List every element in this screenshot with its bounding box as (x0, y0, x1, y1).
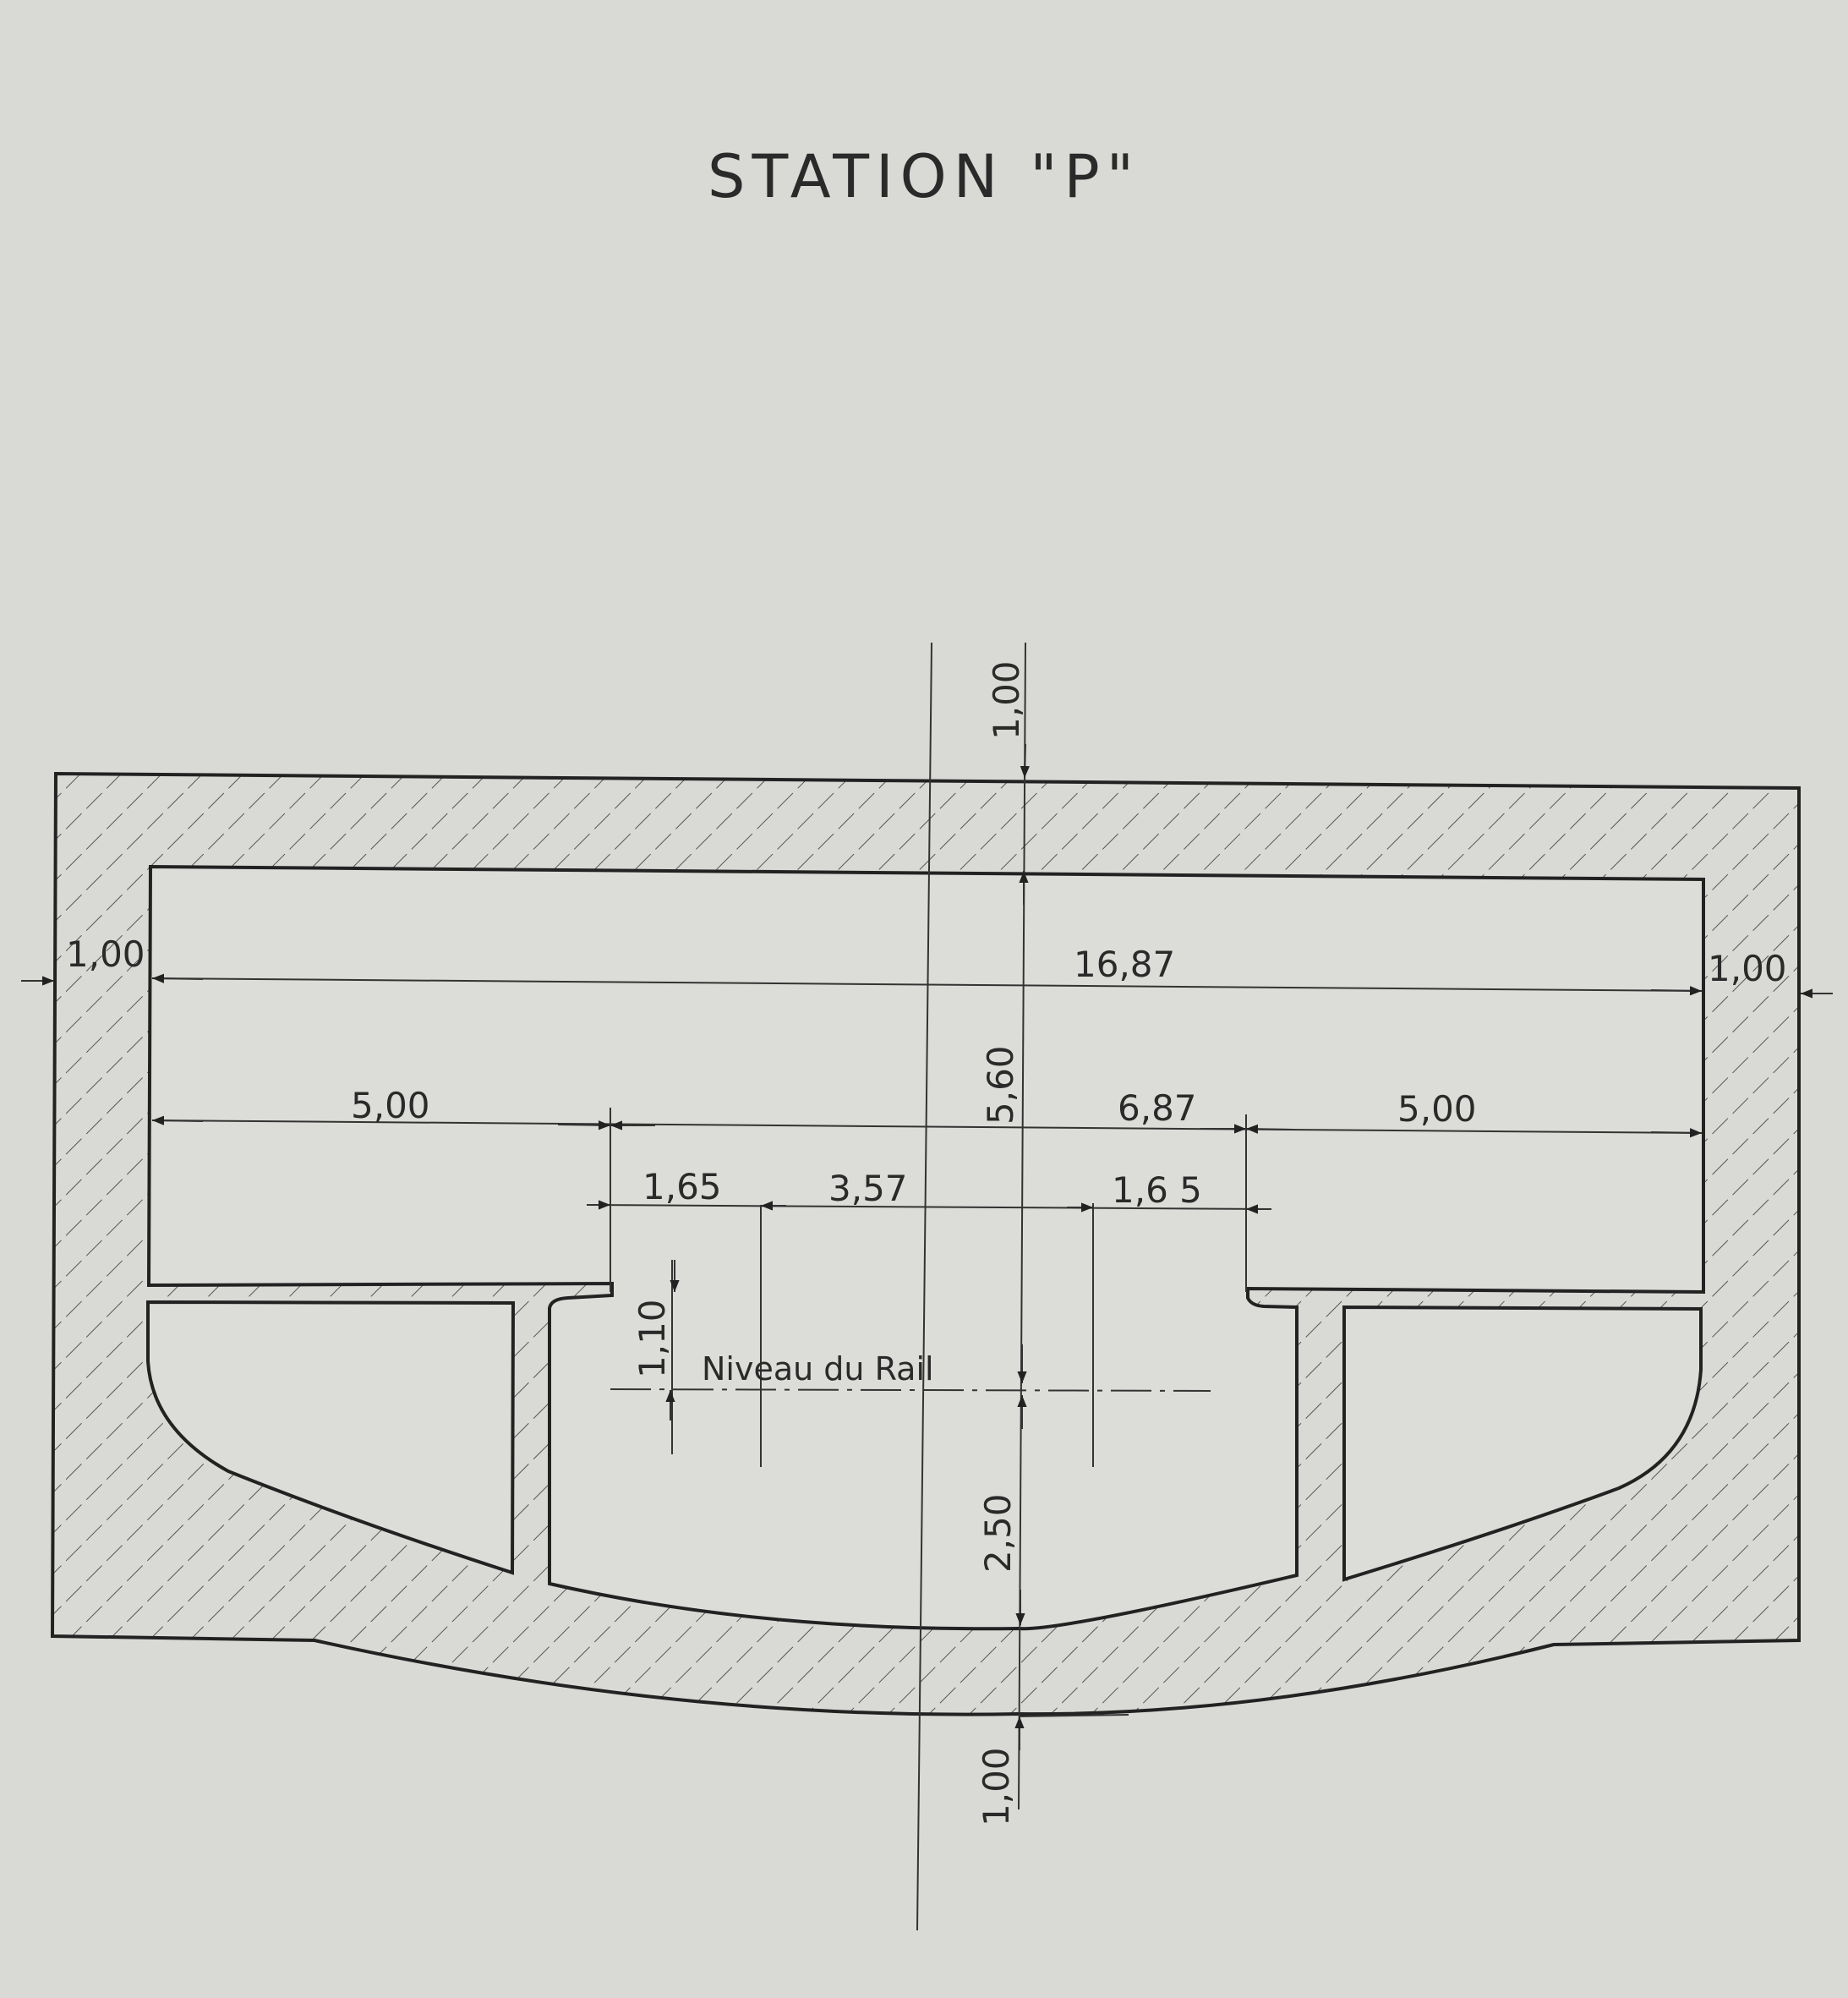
dim-right-platform: 5,00 (1397, 1088, 1477, 1130)
station-hall-void (146, 864, 1705, 1631)
dim-inner-width: 16,87 (1074, 944, 1175, 985)
dim-roof-thickness: 1,00 (986, 660, 1027, 740)
dim-track-right-clearance: 1,6 5 (1112, 1169, 1202, 1211)
dim-platform-height: 1,10 (631, 1299, 673, 1378)
dim-clear-height: 5,60 (980, 1045, 1021, 1125)
vertical-centerline (916, 642, 932, 1931)
dim-below-rail: 2,50 (977, 1493, 1019, 1573)
dim-track-left-clearance: 1,65 (642, 1166, 722, 1207)
dim-left-platform: 5,00 (351, 1085, 430, 1126)
width-dim-line (151, 977, 1703, 992)
rail-level-line (610, 1388, 1211, 1392)
dim-left-wall: 1,00 (66, 933, 145, 975)
left-chamber-void (146, 1300, 516, 1575)
dim-track-zone: 6,87 (1118, 1087, 1197, 1129)
dim-invert-thickness: 1,00 (976, 1747, 1017, 1826)
right-chamber-void (1342, 1305, 1703, 1582)
track-dim-line (586, 1204, 1272, 1210)
platform-dim-line (151, 1119, 1703, 1134)
rail-level-label: Niveau du Rail (702, 1350, 934, 1388)
dim-track-gauge-zone: 3,57 (828, 1168, 908, 1209)
drawing-title: STATION "P" (708, 142, 1140, 211)
dim-right-wall: 1,00 (1708, 948, 1787, 989)
